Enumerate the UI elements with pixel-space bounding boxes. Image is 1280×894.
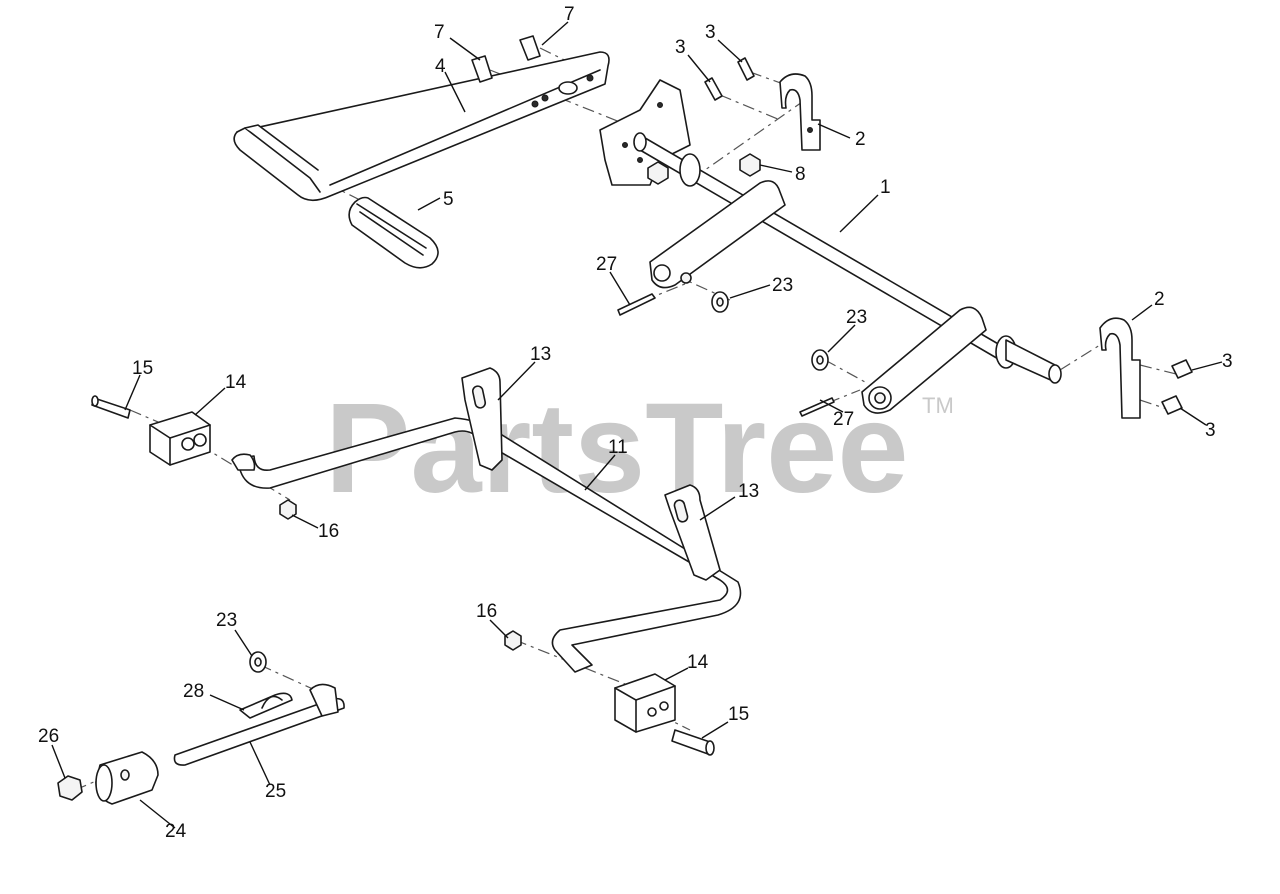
mount-plates-part [461,367,721,581]
callout-28: 28 [183,681,204,702]
callout-3: 3 [1222,351,1233,372]
flange-nuts-part [647,153,761,185]
flange-bolts-part [471,35,1193,415]
callout-7: 7 [564,4,575,25]
callout-25: 25 [265,781,286,802]
callout-2: 2 [855,129,866,150]
callout-24: 24 [165,821,187,842]
mount-bracket-part [599,79,691,186]
callout-14: 14 [225,372,247,393]
lower-hook-bracket-part [1099,317,1141,419]
callout-23: 23 [216,610,237,631]
callout-27: 27 [833,409,854,430]
lever-bar-part [233,51,610,202]
callout-3: 3 [705,22,716,43]
callout-labels: 7 7 3 3 4 2 8 5 1 27 23 2 23 3 3 27 15 1… [38,4,1233,842]
callout-13: 13 [530,344,551,365]
callout-16: 16 [318,521,339,542]
washers-part [249,291,829,673]
lock-nuts-part [279,499,522,651]
cross-shaft-part [633,132,1062,414]
upper-hook-bracket-part [779,73,821,151]
pedal-pad-part [348,196,439,269]
callout-15: 15 [728,704,749,725]
callout-8: 8 [795,164,806,185]
callout-23: 23 [846,307,867,328]
callout-3: 3 [1205,420,1216,441]
callout-26: 26 [38,726,59,747]
callout-15: 15 [132,358,153,379]
callout-4: 4 [435,56,446,77]
callout-13: 13 [738,481,759,502]
callout-1: 1 [880,177,891,198]
callout-14: 14 [687,652,709,673]
hairpin-clip-part [239,692,293,719]
pivot-blocks-part [149,411,676,733]
watermark-trademark: TM [922,393,954,418]
callout-7: 7 [434,22,445,43]
callout-5: 5 [443,189,454,210]
linkage-rod-part [231,417,742,673]
callout-23: 23 [772,275,793,296]
callout-3: 3 [675,37,686,58]
callout-16: 16 [476,601,497,622]
callout-27: 27 [596,254,617,275]
clevis-pins-part [91,395,715,756]
watermark-brand: PartsTree [325,377,909,520]
callout-2: 2 [1154,289,1165,310]
lower-shaft-assembly-part [57,683,345,805]
callout-11: 11 [608,437,628,458]
leader-lines [51,21,1223,829]
